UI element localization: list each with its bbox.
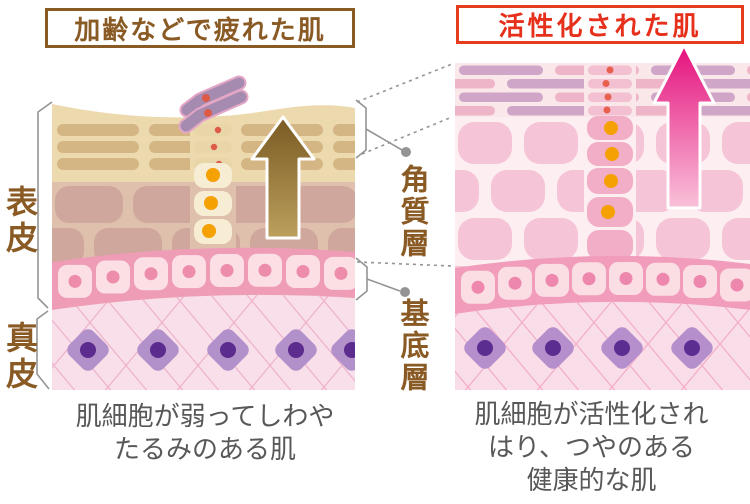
left-up-arrow-icon: [250, 115, 316, 240]
right-skin-diagram: [455, 43, 750, 390]
left-caption-line2: たるみのある肌: [113, 435, 296, 465]
stratum-pointer-dot: [401, 147, 411, 157]
right-fibroblast-cells: [464, 327, 713, 369]
right-turnover-column: [584, 63, 636, 262]
epidermis-bracket: [37, 101, 53, 309]
label-dermis: 真皮: [1, 321, 39, 393]
left-caption: 肌細胞が弱ってしわや たるみのある肌: [33, 401, 377, 467]
label-stratum-corneum: 角質層: [396, 164, 430, 260]
label-connectors: [36, 63, 453, 390]
label-basal-layer: 基底層: [396, 298, 430, 394]
left-caption-line1: 肌細胞が弱ってしわや: [75, 402, 335, 432]
basal-layer-bracket: [355, 257, 368, 301]
right-caption: 肌細胞が活性化され はり、つやのある 健康的な肌: [433, 399, 750, 498]
left-skin-diagram: [52, 75, 355, 390]
right-title: 活性化された肌: [456, 5, 744, 44]
left-fibroblast-cells: [67, 329, 355, 371]
right-caption-line1: 肌細胞が活性化され: [474, 400, 709, 430]
left-title: 加齢などで疲れた肌: [45, 8, 355, 48]
label-epidermis: 表皮: [1, 185, 39, 257]
right-caption-line3: 健康的な肌: [526, 466, 657, 496]
right-basal-layer: [455, 255, 750, 314]
basal-pointer-dot: [400, 287, 410, 297]
peeling-flakes-icon: [178, 75, 249, 134]
left-dermis: [52, 294, 355, 390]
dermis-bracket: [36, 310, 50, 390]
right-caption-line2: はり、つやのある: [488, 433, 695, 463]
left-basal-layer: [52, 247, 355, 310]
right-dermis: [455, 301, 750, 390]
left-turnover-column: [190, 104, 236, 262]
right-up-arrow-icon: [652, 43, 716, 210]
stratum-corneum-bracket: [355, 99, 367, 159]
